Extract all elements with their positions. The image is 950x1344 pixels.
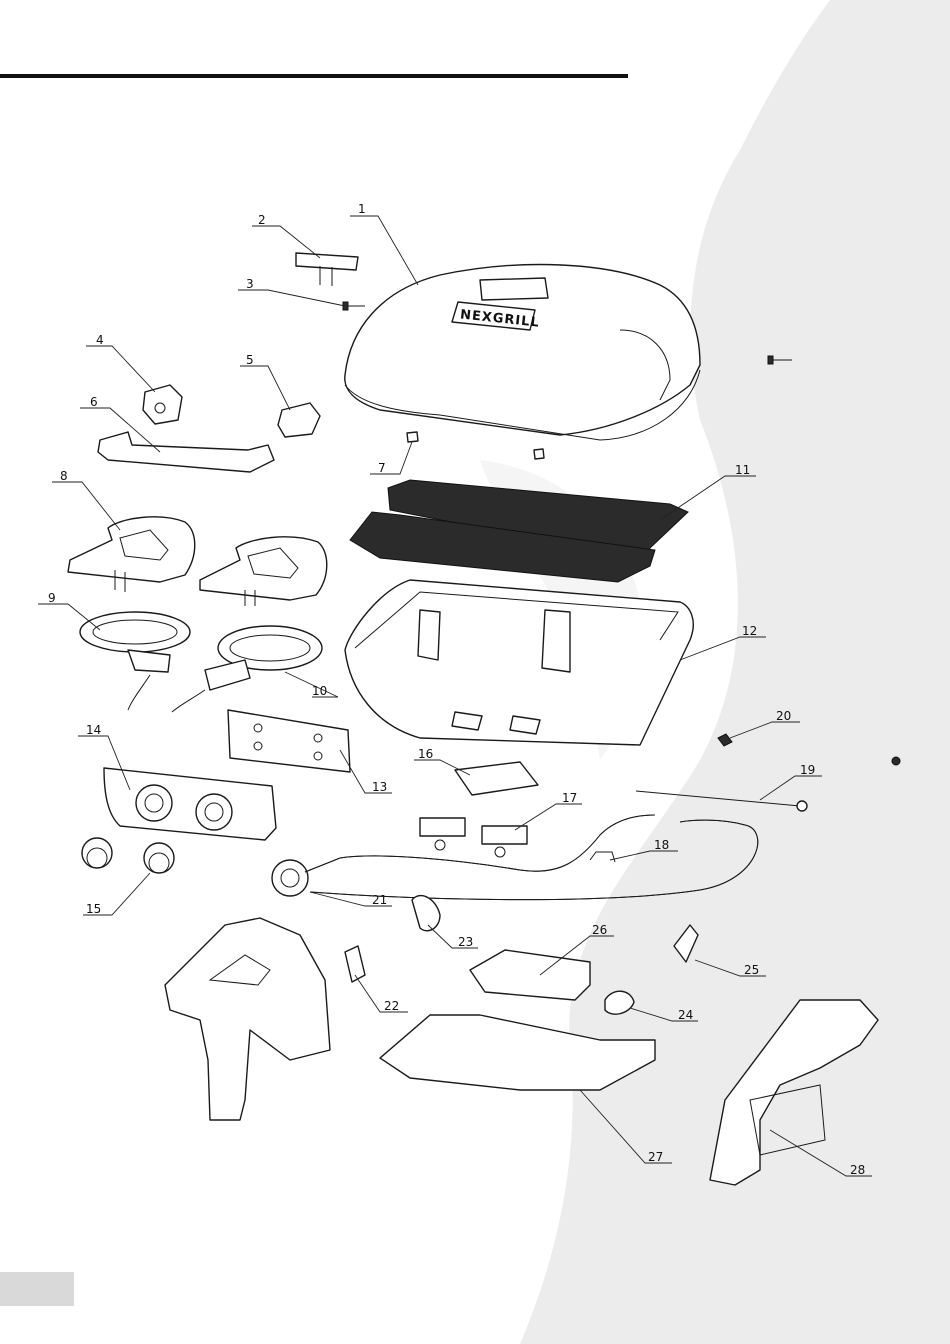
part-23 — [412, 896, 440, 931]
callout-24: 24 — [678, 1008, 693, 1022]
callout-16: 16 — [418, 747, 433, 761]
callout-2: 2 — [258, 213, 266, 227]
callout-22: 22 — [384, 999, 399, 1013]
part-hinge-left — [143, 385, 182, 424]
callout-19: 19 — [800, 763, 815, 777]
callout-6: 6 — [90, 395, 98, 409]
part-front-handle — [98, 432, 274, 472]
part-leg-left — [165, 918, 330, 1120]
part-cooking-grate — [350, 480, 688, 582]
callout-5: 5 — [246, 353, 254, 367]
part-hose-clip — [590, 852, 615, 862]
part-mounting-bracket — [228, 710, 350, 772]
callout-26: 26 — [592, 923, 607, 937]
callout-25: 25 — [744, 963, 759, 977]
callout-23: 23 — [458, 935, 473, 949]
callout-13: 13 — [372, 780, 387, 794]
callout-10: 10 — [312, 684, 327, 698]
part-hinge-right — [278, 403, 320, 437]
part-22 — [345, 946, 365, 982]
callout-14: 14 — [86, 723, 101, 737]
callout-8: 8 — [60, 469, 68, 483]
part-lid-handle — [296, 253, 358, 286]
callout-1: 1 — [358, 202, 366, 216]
callout-11: 11 — [735, 463, 750, 477]
part-firebox — [345, 580, 693, 745]
callout-18: 18 — [654, 838, 669, 852]
callout-4: 4 — [96, 333, 104, 347]
callout-27: 27 — [648, 1150, 663, 1164]
part-heat-shields — [68, 517, 327, 606]
part-drip-tray — [470, 950, 590, 1000]
callout-17: 17 — [562, 791, 577, 805]
callout-9: 9 — [48, 591, 56, 605]
callout-3: 3 — [246, 277, 254, 291]
header-rule — [0, 74, 628, 78]
part-screw — [343, 302, 365, 310]
callout-15: 15 — [86, 902, 101, 916]
callout-20: 20 — [776, 709, 791, 723]
part-clip — [407, 432, 418, 442]
part-valves — [420, 818, 527, 857]
part-control-panel — [104, 768, 276, 840]
part-control-knobs — [82, 838, 174, 873]
part-valve-cover — [455, 762, 538, 795]
page-tab — [0, 1272, 74, 1306]
callout-28: 28 — [850, 1163, 865, 1177]
part-burners — [80, 612, 322, 712]
callout-12: 12 — [742, 624, 757, 638]
part-lid: NEXGRILL — [345, 265, 700, 440]
callout-21: 21 — [372, 893, 387, 907]
callout-7: 7 — [378, 461, 386, 475]
